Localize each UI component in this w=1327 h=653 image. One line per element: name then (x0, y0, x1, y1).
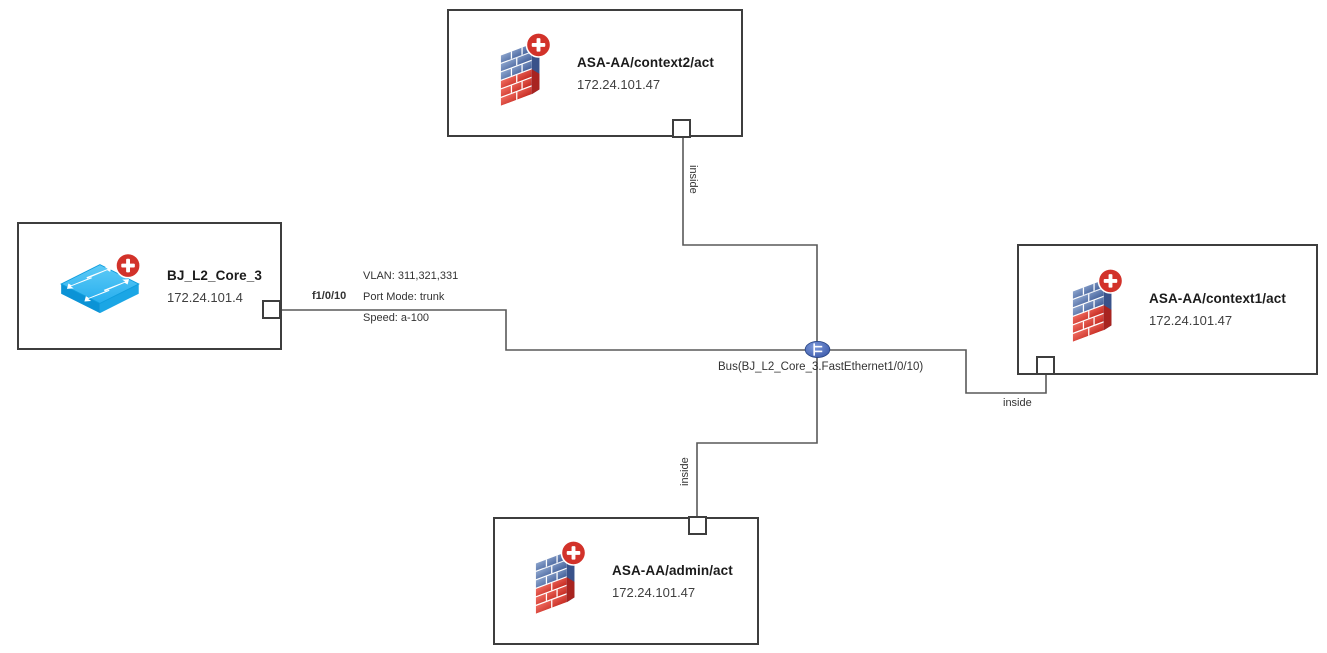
inside-label-admin: inside (679, 457, 691, 486)
bus-icon[interactable] (804, 340, 831, 359)
link-portmode-label: Port Mode: trunk (363, 291, 445, 303)
port-square-admin[interactable] (688, 516, 707, 535)
port-square-context1[interactable] (1036, 356, 1055, 375)
firewall-icon (530, 538, 588, 625)
node-ip: 172.24.101.47 (1149, 313, 1233, 328)
port-square-core3[interactable] (262, 300, 281, 319)
node-asa-context1[interactable]: ASA-AA/context1/act 172.24.101.47 (1017, 244, 1318, 375)
link-interface-label: f1/0/10 (312, 290, 347, 302)
node-switch-core3[interactable]: BJ_L2_Core_3 172.24.101.4 (17, 222, 282, 350)
link-vlan-label: VLAN: 311,321,331 (363, 270, 459, 282)
node-label: ASA-AA/context2/act (577, 54, 714, 70)
port-square-context2[interactable] (672, 119, 691, 138)
node-label: ASA-AA/admin/act (612, 562, 733, 578)
bus-label: Bus(BJ_L2_Core_3.FastEthernet1/0/10) (718, 361, 924, 373)
node-ip: 172.24.101.47 (577, 76, 661, 92)
inside-label-context1: inside (1003, 397, 1032, 409)
firewall-icon (1067, 266, 1125, 353)
node-asa-admin[interactable]: ASA-AA/admin/act 172.24.101.47 (493, 517, 759, 645)
node-asa-context2[interactable]: ASA-AA/context2/act 172.24.101.47 (447, 9, 743, 137)
node-ip: 172.24.101.47 (612, 584, 696, 600)
node-label: ASA-AA/context1/act (1149, 291, 1286, 306)
plus-badge-icon (525, 31, 552, 58)
firewall-icon (495, 30, 553, 117)
plus-badge-icon (1097, 268, 1124, 294)
inside-label-context2: inside (687, 165, 699, 194)
node-label: BJ_L2_Core_3 (167, 267, 263, 283)
plus-badge-icon (115, 252, 141, 278)
link-context2-bus[interactable] (682, 138, 818, 350)
node-ip: 172.24.101.4 (167, 289, 243, 305)
link-core3-bus[interactable] (281, 309, 1047, 394)
link-admin-bus[interactable] (696, 350, 818, 517)
link-speed-label: Speed: a-100 (363, 312, 430, 324)
plus-badge-icon (560, 539, 587, 566)
switch-icon (53, 252, 143, 321)
